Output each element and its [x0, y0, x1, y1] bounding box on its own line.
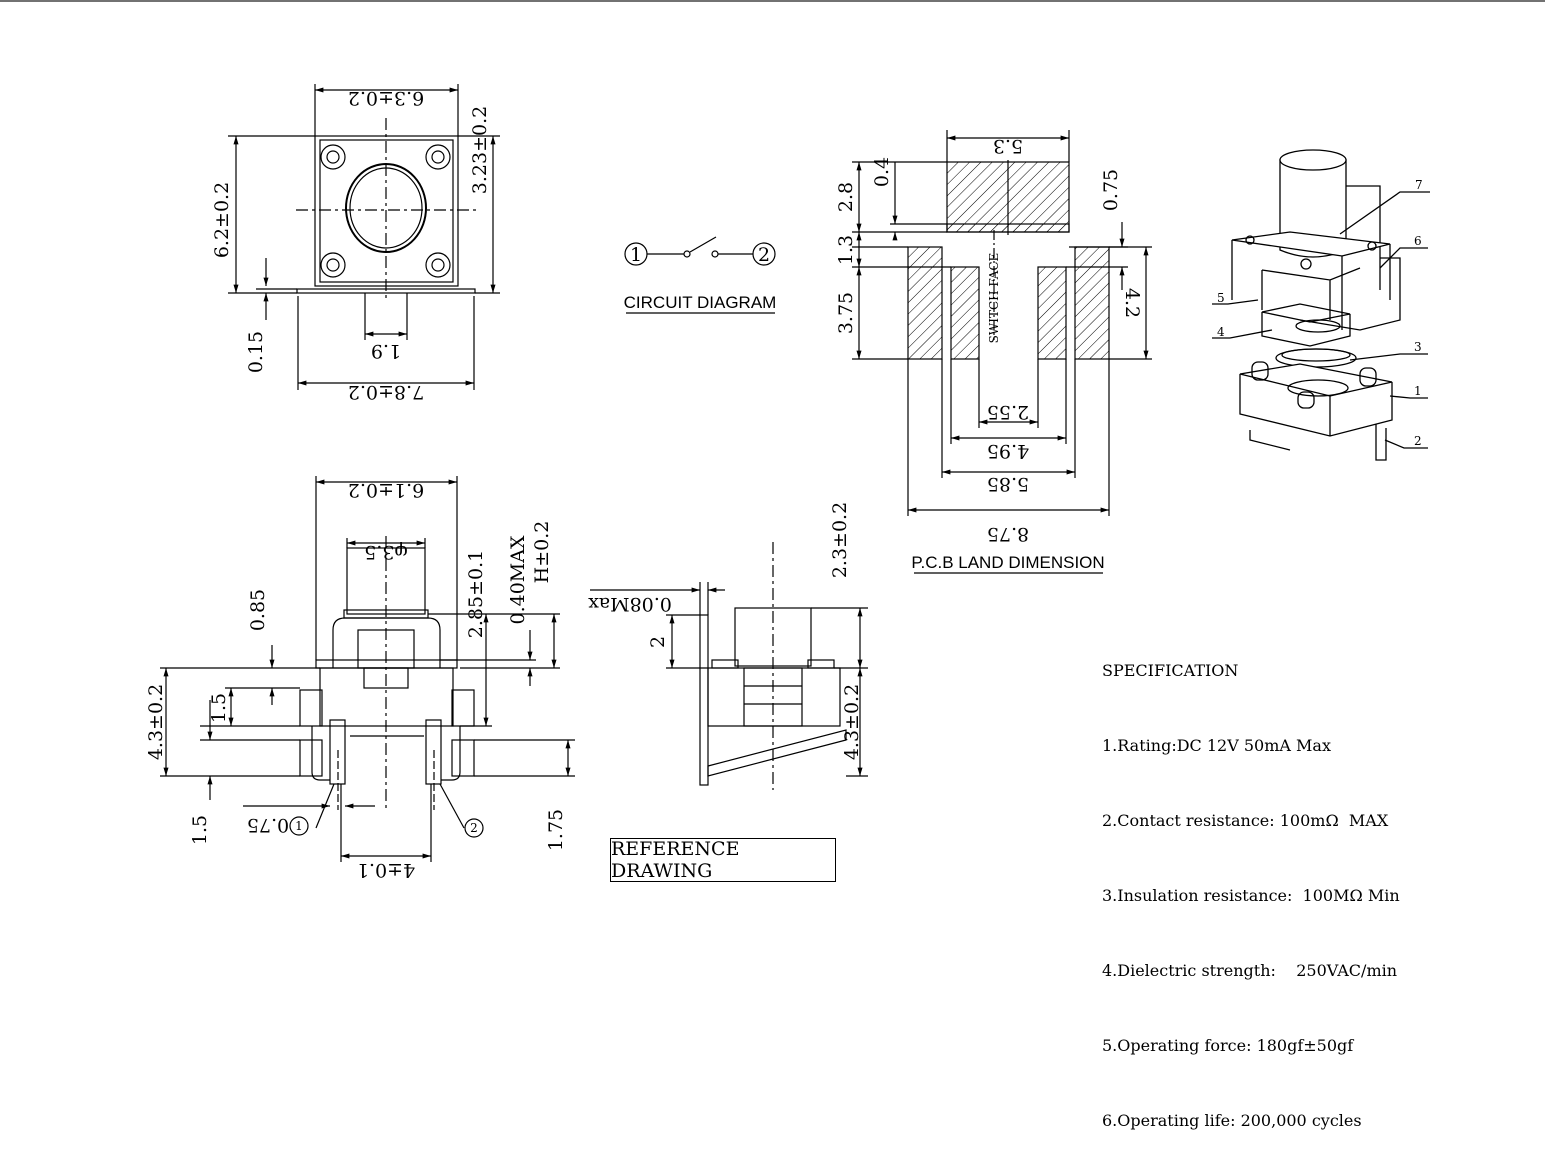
side-dim-4-3: 4.3±0.2: [841, 684, 863, 760]
top-view: [228, 84, 500, 390]
spec-item: 4.Dielectric strength: 250VAC/min: [1102, 961, 1398, 980]
front-dim-h: H±0.2: [531, 521, 553, 584]
pcb-dim-5-85: 5.85: [987, 473, 1029, 495]
circuit-pin1: 1: [630, 244, 642, 266]
spec-item: 3.Insulation resistance: 100MΩ Min: [1102, 886, 1400, 905]
pcb-dim-2-8: 2.8: [835, 182, 857, 212]
front-dim-4-3: 4.3±0.2: [145, 684, 167, 760]
front-width-top-label: 6.1±0.2: [348, 479, 424, 501]
technical-drawing: 6.3±0.2 7.8±0.2 6.2±0.2 3.23±0.2 1.9 0.1…: [0, 0, 1545, 881]
pcb-dim-2-55: 2.55: [987, 401, 1029, 423]
spec-item: 6.Operating life: 200,000 cycles: [1102, 1111, 1362, 1130]
exploded-part-3: 3: [1414, 340, 1422, 354]
front-dim-4: 4±0.1: [357, 859, 415, 881]
exploded-part-7: 7: [1415, 178, 1423, 192]
pcb-dim-4-2: 4.2: [1121, 288, 1143, 318]
top-height-right-label: 3.23±0.2: [469, 106, 491, 194]
pcb-dim-8-75: 8.75: [987, 523, 1029, 545]
top-pin-pitch-label: 1.9: [371, 340, 401, 362]
exploded-part-6: 6: [1414, 234, 1422, 248]
exploded-view: [1212, 149, 1430, 461]
front-dim-0-75: 0.75: [247, 814, 289, 836]
side-dim-2: 2: [647, 636, 669, 648]
spec-item: 2.Contact resistance: 100mΩ MAX: [1102, 811, 1389, 830]
front-dim-1-75: 1.75: [545, 809, 567, 851]
circuit-pin2: 2: [758, 244, 770, 266]
pcb-dim-3-75: 3.75: [835, 292, 857, 334]
pcb-land: [852, 130, 1152, 574]
reference-drawing-label: REFERENCE DRAWING: [611, 838, 740, 882]
top-width-bottom-label: 7.8±0.2: [348, 381, 424, 403]
pcb-switch-face: SWITCH FACE: [987, 253, 1001, 344]
pcb-dim-0-4: 0.4: [871, 157, 893, 187]
front-pin2: 2: [470, 821, 478, 835]
spec-title: SPECIFICATION: [1102, 661, 1239, 680]
spec-item: 5.Operating force: 180gf±50gf: [1102, 1036, 1354, 1055]
circuit-title: CIRCUIT DIAGRAM: [624, 293, 777, 312]
side-dim-2-3: 2.3±0.2: [829, 502, 851, 578]
exploded-part-5: 5: [1217, 291, 1225, 305]
front-pin1: 1: [295, 819, 303, 833]
top-height-left-label: 6.2±0.2: [211, 182, 233, 258]
exploded-part-1: 1: [1414, 384, 1422, 398]
front-dim-2-85: 2.85±0.1: [465, 550, 487, 638]
exploded-part-4: 4: [1217, 325, 1225, 339]
front-view: [160, 476, 575, 862]
front-dim-0-85: 0.85: [247, 589, 269, 631]
side-view: [590, 542, 868, 790]
pcb-dim-1-3: 1.3: [835, 235, 857, 265]
circuit-diagram: [624, 236, 776, 314]
pcb-dim-4-95: 4.95: [987, 440, 1029, 462]
pcb-dim-5-3: 5.3: [993, 135, 1023, 157]
front-dim-1-5a: 1.5: [208, 693, 230, 723]
top-width-top-label: 6.3±0.2: [348, 87, 424, 109]
reference-drawing-box: REFERENCE DRAWING: [610, 838, 836, 882]
side-dim-0-08max: 0.08Max: [588, 593, 672, 615]
specification-block: SPECIFICATION 1.Rating:DC 12V 50mA Max 2…: [1102, 608, 1400, 1158]
front-dim-1-5b: 1.5: [189, 815, 211, 845]
front-stem-dia-label: φ3.5: [364, 541, 408, 563]
exploded-part-2: 2: [1414, 434, 1422, 448]
pcb-dim-0-75: 0.75: [1100, 169, 1122, 211]
pcb-title: P.C.B LAND DIMENSION: [911, 553, 1104, 572]
top-offset-label: 0.15: [245, 331, 267, 373]
spec-item: 1.Rating:DC 12V 50mA Max: [1102, 736, 1331, 755]
front-dim-0-40max: 0.40MAX: [507, 535, 529, 624]
